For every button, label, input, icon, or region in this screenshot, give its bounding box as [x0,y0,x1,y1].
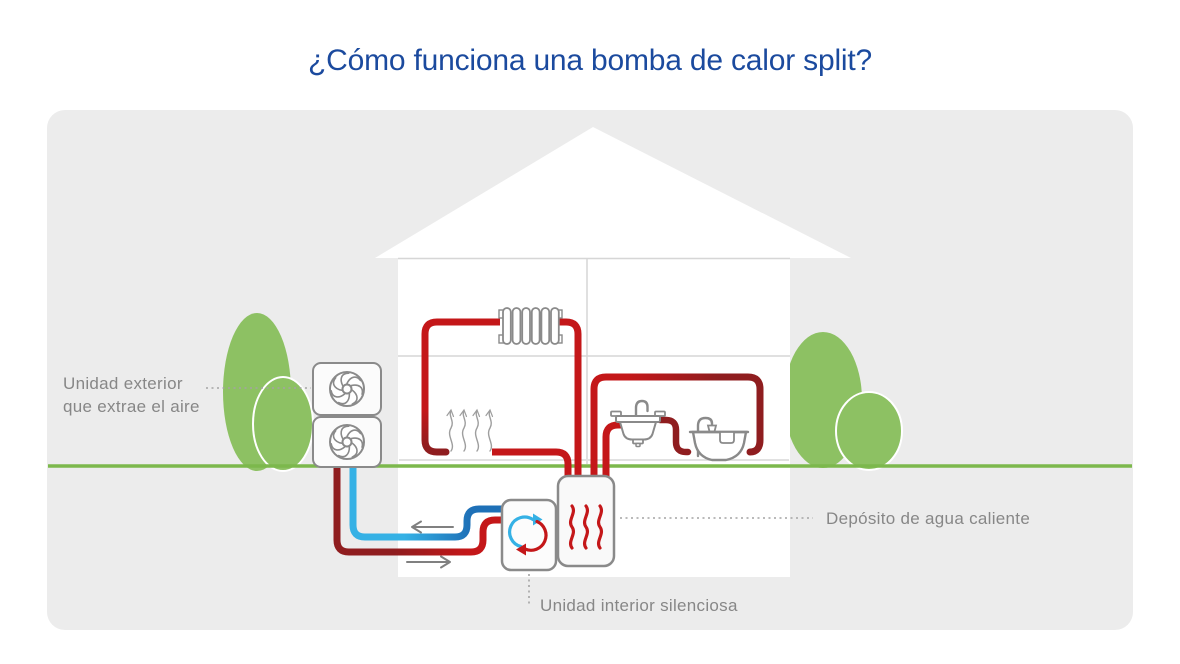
pipe-refrigerant-hot [333,462,503,556]
bushes-left [223,313,314,472]
pipe-refrigerant-cold [349,462,503,541]
heat-waves-icon [568,504,604,550]
water-tank [556,474,616,568]
bush-front [252,376,314,472]
pipe-radiator-left [421,318,500,420]
radiator-pipe-loop [421,318,582,477]
bathroom-pipes [590,373,764,481]
sink-icon [610,399,666,448]
arrow-right-icon [406,555,451,569]
refrigerant-cycle-icon [508,513,548,556]
indoor-unit-label: Unidad interior silenciosa [540,596,738,615]
house-roof [375,127,851,258]
outdoor-unit-label-line1: Unidad exterior [63,374,183,393]
indoor-unit [500,498,558,572]
bathtub-icon [688,416,750,462]
outdoor-unit [312,362,382,468]
pipe-bathtub-arc [590,373,764,481]
pipe-sink-supply [602,421,625,481]
tank-label: Depósito de agua caliente [826,509,1031,528]
outdoor-unit-label-line2: que extrae el aire [63,396,200,416]
refrigerant-pipes [333,462,503,569]
pipe-radiator-left-stub [421,410,450,456]
fan-icon [328,423,366,460]
arrow-left-icon [411,520,454,534]
bush-front [835,391,903,471]
page-title: ¿Cómo funciona una bomba de calor split? [308,44,872,77]
outdoor-unit-label: Unidad exterior que extrae el aire [63,373,200,418]
bushes-right [784,332,903,471]
radiator-icon [498,307,563,345]
pipe-radiator-right [557,318,582,477]
pipe-sink-drain [656,416,692,456]
indoor-unit-body [500,498,558,572]
fan-icon [328,370,366,407]
pipe-radiator-return [492,448,572,477]
